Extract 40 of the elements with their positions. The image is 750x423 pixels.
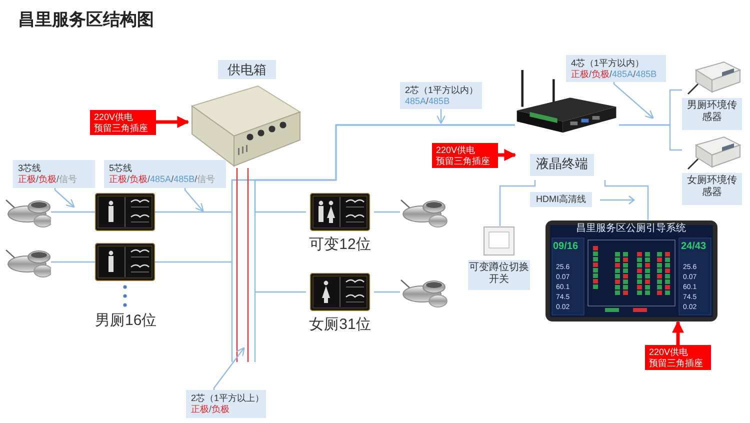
cable-line (247, 168, 249, 362)
box-heading: 供电箱 (218, 60, 276, 79)
screen-title: 昌里服务区公厕引导系统 (576, 223, 686, 235)
leader-line (213, 347, 245, 390)
cable-callout: 4芯（1平方以内） 正极/负极/485A/485B (566, 55, 666, 82)
power-arrow (156, 116, 190, 128)
count-text: 09/16 (553, 241, 578, 253)
leader-line (184, 188, 204, 212)
power-arrow (672, 320, 684, 345)
count-text: 24/43 (681, 241, 706, 253)
cable-callout: 5芯线 正极/负极/485A/485B/信号 (104, 160, 226, 188)
sensor-label: 男厕环境传感器 (682, 98, 742, 130)
cable-callout: 3芯线 正极/负极/信号 (13, 160, 95, 188)
switch-label: 可变蹲位切换开关 (468, 260, 530, 290)
display-screen-drawing (545, 220, 718, 322)
group-caption: 男厕16位 (95, 312, 157, 329)
diagram-title: 昌里服务区结构图 (18, 9, 154, 31)
sensor-label: 女厕环境传感器 (682, 173, 742, 205)
leader-line (436, 109, 446, 124)
cable-line (51, 261, 95, 263)
power-note: 220V供电预留三角插座 (90, 110, 156, 135)
cable-label: HDMI高清线 (530, 192, 592, 207)
position-caption: 可变12位 (308, 235, 372, 254)
cable-line (619, 124, 682, 151)
position-caption: 女厕31位 (308, 315, 372, 334)
cable-callout: 2芯（1平方以上） 正极/负极 (186, 390, 266, 418)
device-heading: 液晶终端 (530, 154, 594, 176)
power-note: 220V供电预留三角插座 (432, 143, 498, 168)
cable-line (236, 168, 238, 362)
cable-line (499, 180, 536, 226)
power-arrow (498, 149, 516, 161)
cable-line (254, 124, 515, 293)
cable-line (374, 291, 400, 293)
power-note: 220V供电预留三角插座 (645, 345, 711, 370)
cable-line (604, 180, 649, 220)
leader-line (613, 82, 654, 119)
cable-line (374, 211, 400, 213)
cable-line (51, 211, 95, 213)
cable-callout: 2芯（1平方以内） 485A/485B (400, 82, 482, 109)
leader-line (54, 188, 75, 208)
